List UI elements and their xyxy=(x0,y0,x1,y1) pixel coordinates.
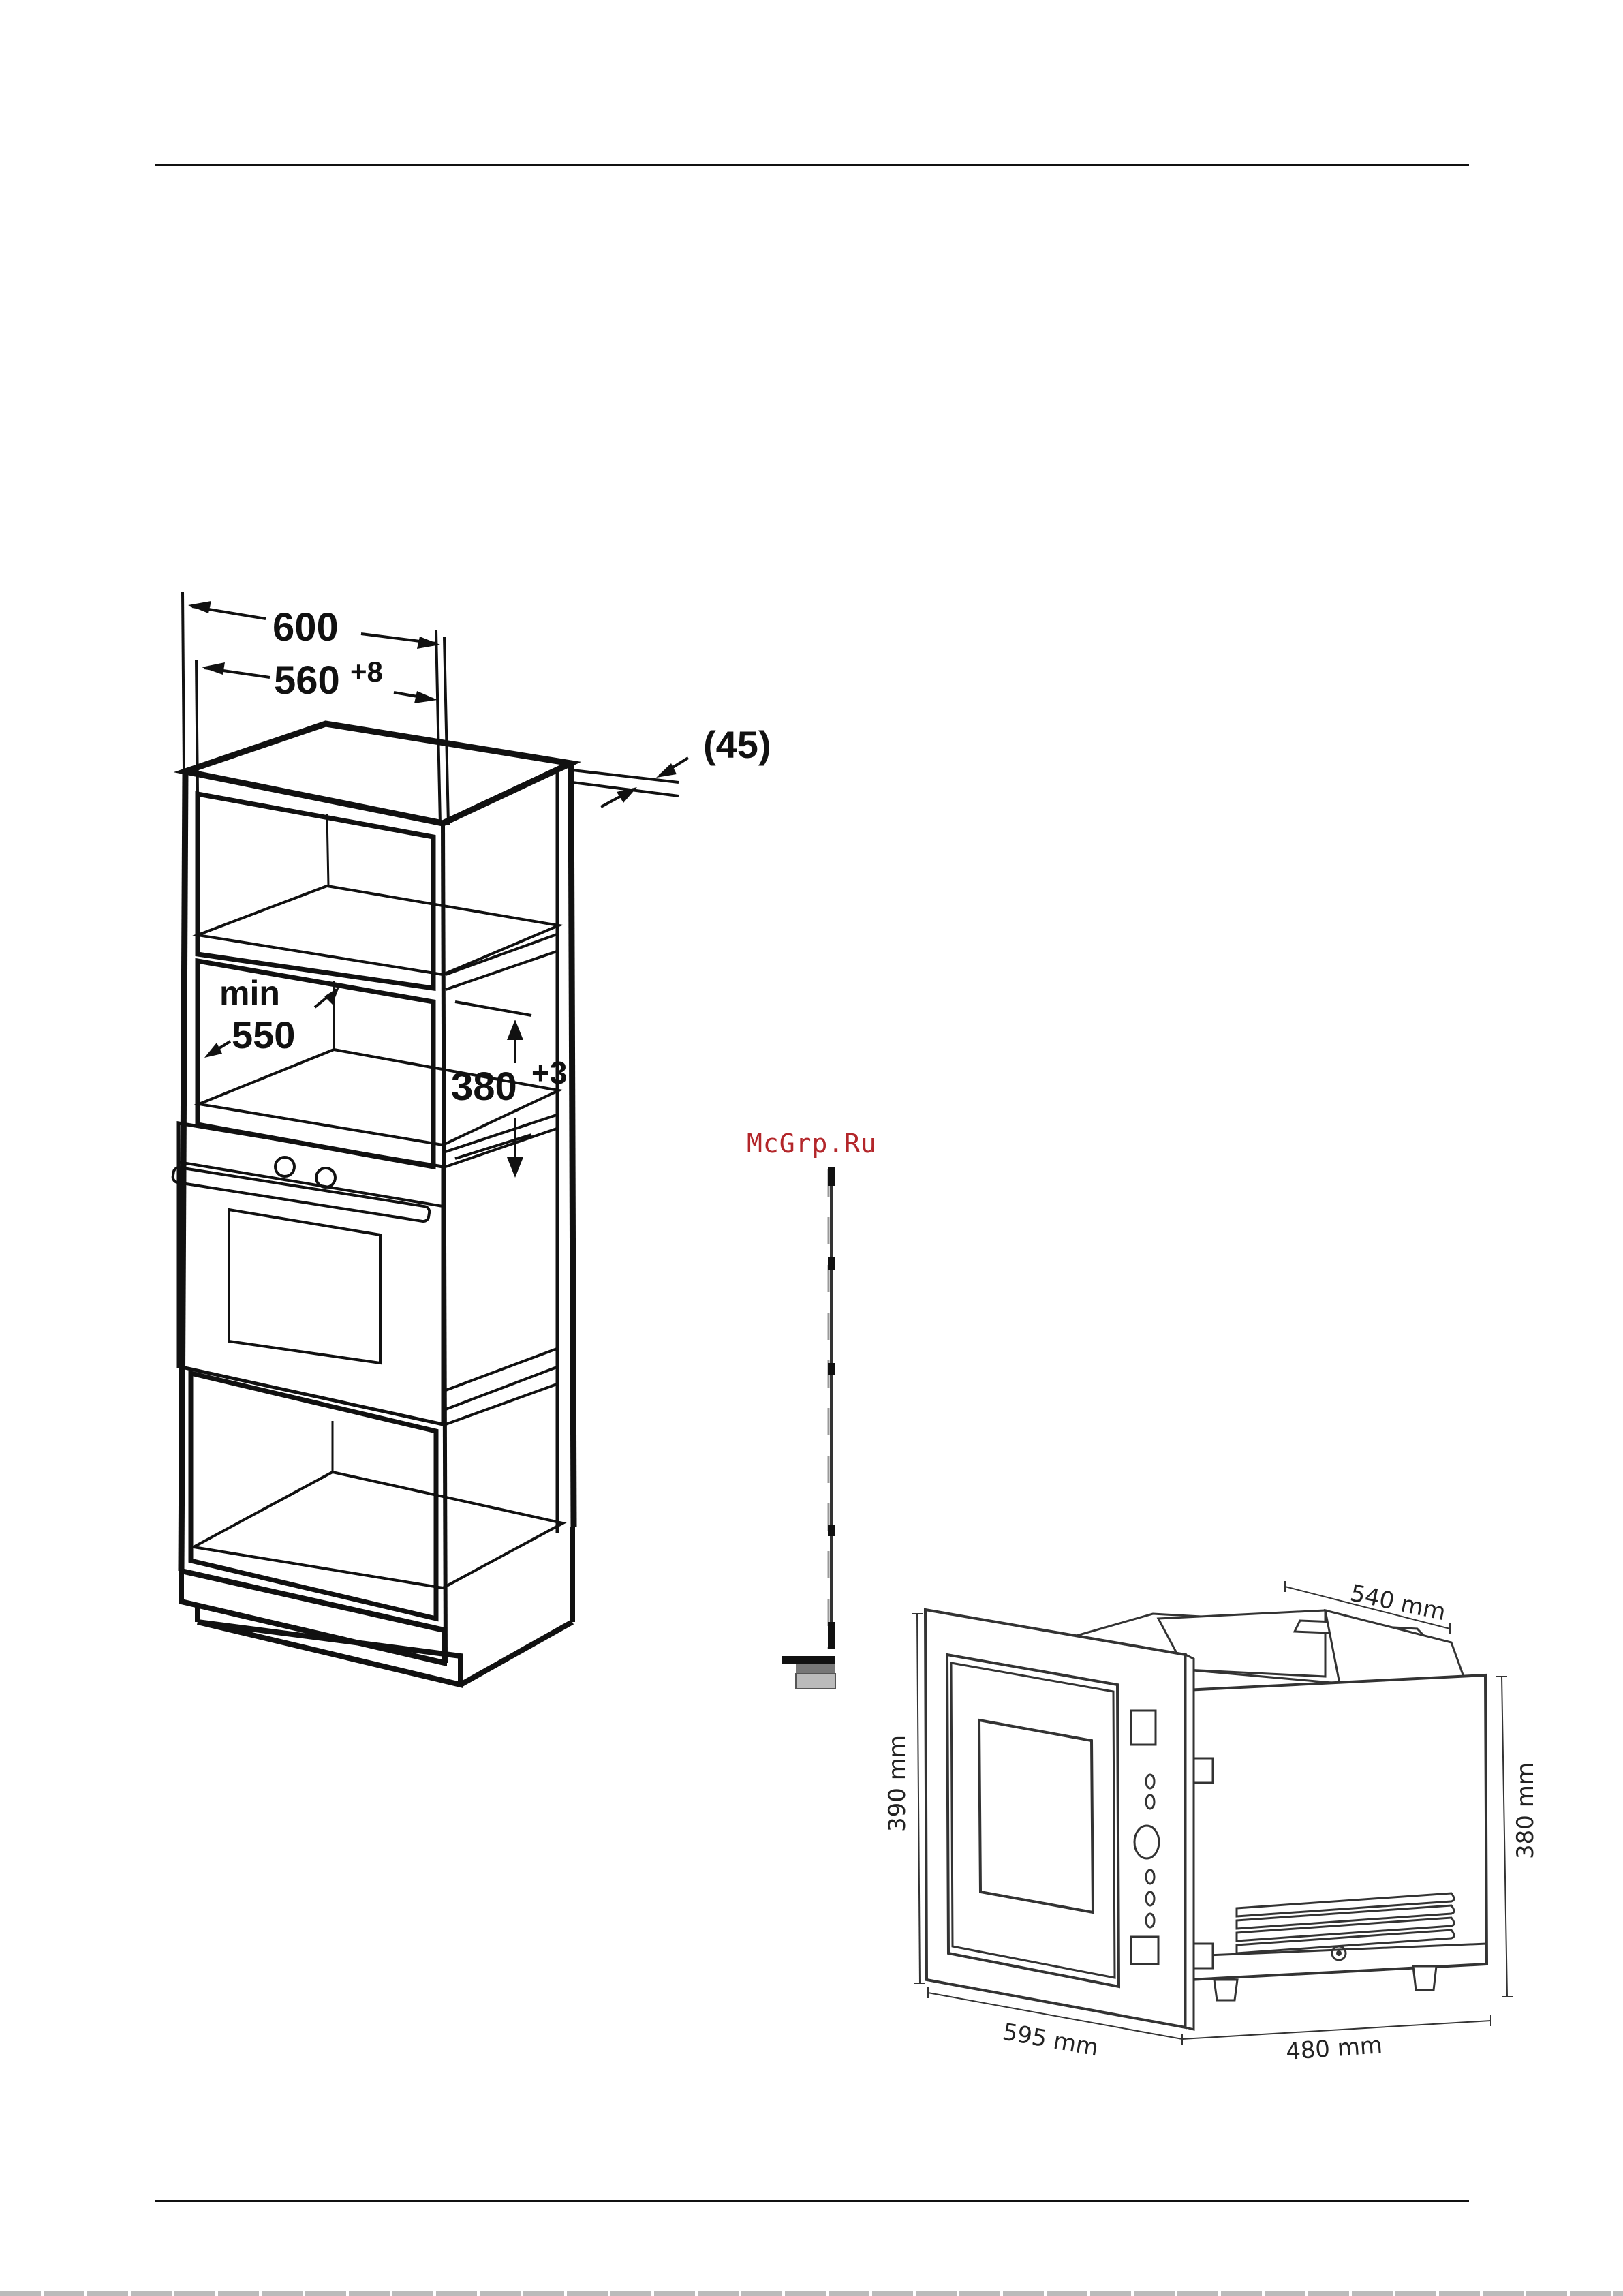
dim-560-label: 560 xyxy=(274,658,340,703)
dim-600-label: 600 xyxy=(273,605,339,649)
side-section-drawing xyxy=(782,1167,835,1689)
dim-390mm-label: 390 mm xyxy=(884,1735,911,1832)
built-in-microwave-drawing: 540 mm 390 mm 380 mm 595 mm 480 mm xyxy=(884,1580,1539,2066)
dim-min-label: min xyxy=(219,974,280,1012)
tall-cabinet-drawing: 600 560 +8 (45) min 550 380 +3 xyxy=(172,592,771,1685)
dim-45-label: (45) xyxy=(703,723,771,766)
dim-380mm-label: 380 mm xyxy=(1512,1762,1539,1859)
dim-560-tolerance: +8 xyxy=(350,656,383,688)
dim-550-label: 550 xyxy=(232,1013,295,1056)
dim-480mm-label: 480 mm xyxy=(1285,2032,1383,2066)
dim-595mm-label: 595 mm xyxy=(1000,2018,1100,2062)
dim-380-tolerance: +3 xyxy=(531,1055,567,1090)
dim-380-label: 380 xyxy=(451,1065,517,1109)
